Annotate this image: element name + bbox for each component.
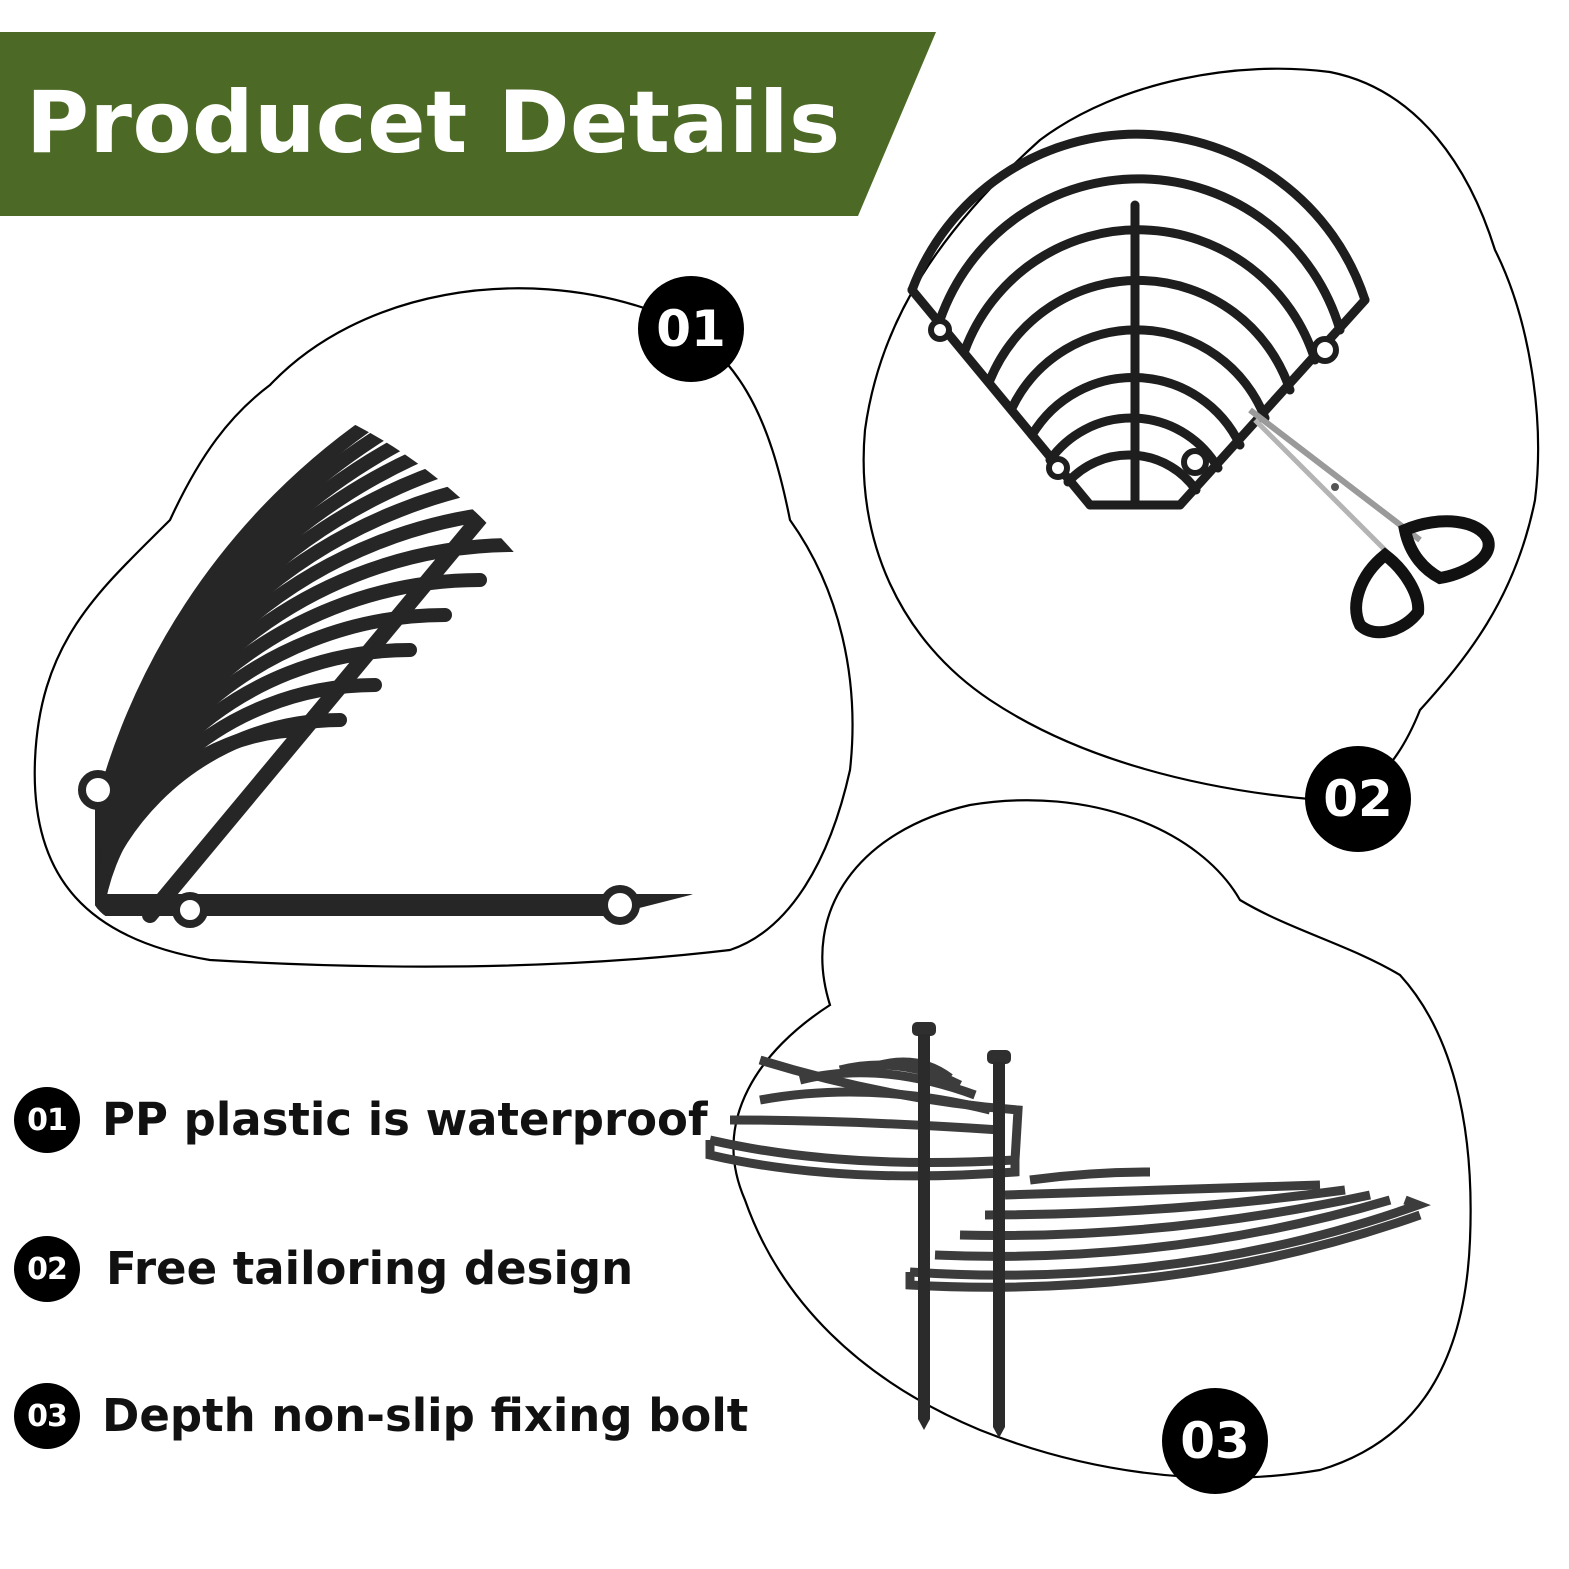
feature-text-01: PP plastic is waterproof	[102, 1093, 708, 1146]
fixing-bolt-right	[987, 1050, 1011, 1438]
page-title: Producet Details	[26, 73, 841, 173]
scissors-icon	[1248, 407, 1495, 639]
fixing-bolt-left	[912, 1022, 936, 1430]
blob-outline-03	[732, 799, 1472, 1479]
feature-text-02: Free tailoring design	[106, 1242, 634, 1295]
blob-outline-02	[862, 67, 1540, 802]
tile-01-curved-grid	[95, 395, 710, 938]
feature-badge-01: 01	[14, 1087, 80, 1153]
tile-01-mount-holes	[78, 770, 640, 928]
callout-badge-03: 03	[1162, 1388, 1268, 1494]
callout-badge-01: 01	[638, 276, 744, 382]
tile-02-mount-holes	[928, 318, 1339, 480]
callout-badge-02: 02	[1305, 746, 1411, 852]
blob-outline-01	[33, 287, 854, 968]
feature-text-03: Depth non-slip fixing bolt	[102, 1389, 749, 1442]
feature-badge-03: 03	[14, 1383, 80, 1449]
header-banner	[0, 32, 936, 216]
tile-03-upper	[705, 1055, 1023, 1181]
tile-03-lower	[905, 1167, 1431, 1292]
feature-badge-02: 02	[14, 1236, 80, 1302]
